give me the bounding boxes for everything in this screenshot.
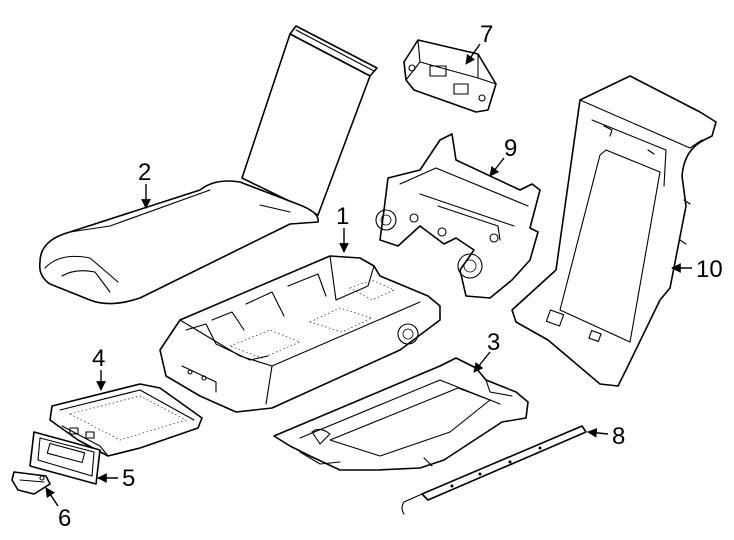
callout-7: 7 [480, 21, 493, 48]
insert-part [49, 383, 203, 457]
callout-6: 6 [58, 505, 71, 532]
callout-8: 8 [612, 423, 625, 450]
clip-part [11, 471, 51, 495]
back-panel-part [511, 75, 717, 387]
callout-5: 5 [122, 465, 135, 492]
callout-9: 9 [504, 135, 517, 162]
callout-1: 1 [336, 203, 349, 230]
callout-2: 2 [138, 159, 151, 186]
callout-10: 10 [696, 256, 723, 283]
leader-6 [45, 487, 59, 507]
frame-part [375, 133, 541, 299]
callout-3: 3 [487, 329, 500, 356]
callout-4: 4 [92, 345, 105, 372]
leader-7 [465, 43, 481, 65]
armrest-lid-part [38, 25, 378, 305]
tray-part [273, 357, 529, 471]
small-panel-part [29, 431, 101, 485]
trim-strip-part [401, 425, 587, 515]
leader-9 [489, 157, 505, 177]
console-base-part [159, 255, 441, 413]
bracket-part [403, 39, 497, 113]
leader-3 [473, 351, 491, 373]
leader-8 [587, 428, 609, 438]
